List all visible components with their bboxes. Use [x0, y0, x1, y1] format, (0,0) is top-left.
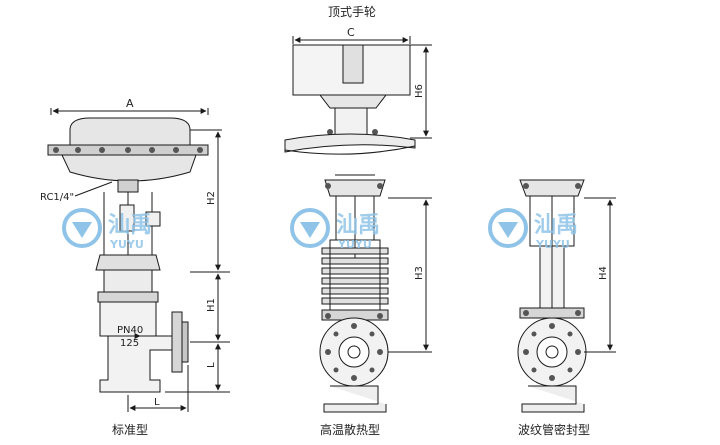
standard-type-drawing: [47, 108, 230, 412]
dim-label-H6: H6: [414, 84, 425, 98]
watermark-cn-middle: 汕禹: [336, 213, 380, 238]
dim-label-H3: H3: [414, 266, 425, 280]
dim-label-H4: H4: [598, 266, 609, 280]
nameplate-pressure: PN40: [117, 325, 143, 336]
dim-label-L-vertical: L: [206, 362, 217, 368]
dim-label-H1: H1: [206, 298, 217, 312]
watermark-logo-left: [62, 208, 102, 248]
watermark-en-middle: YUYU: [337, 238, 372, 251]
dim-label-C: C: [347, 26, 355, 39]
dim-label-A: A: [126, 97, 134, 110]
caption-standard: 标准型: [112, 423, 148, 437]
watermark-en-left: YUYU: [109, 238, 144, 251]
high-temp-type-drawing: [284, 36, 432, 413]
dim-label-H2: H2: [206, 191, 217, 205]
top-title: 顶式手轮: [328, 5, 376, 19]
watermark-logo-right: [488, 208, 528, 248]
caption-bellows: 波纹管密封型: [518, 422, 590, 437]
dim-label-L-horizontal: L: [154, 397, 160, 408]
watermark-cn-right: 汕禹: [534, 213, 578, 238]
watermark-en-right: YUYU: [535, 238, 570, 251]
watermark-logo-middle: [290, 208, 330, 248]
port-label: RC1/4": [40, 192, 74, 203]
nameplate-size: 125: [120, 338, 139, 349]
caption-high-temp: 高温散热型: [320, 422, 380, 437]
watermark-cn-left: 汕禹: [108, 213, 152, 238]
bellows-type-drawing: [517, 179, 616, 413]
